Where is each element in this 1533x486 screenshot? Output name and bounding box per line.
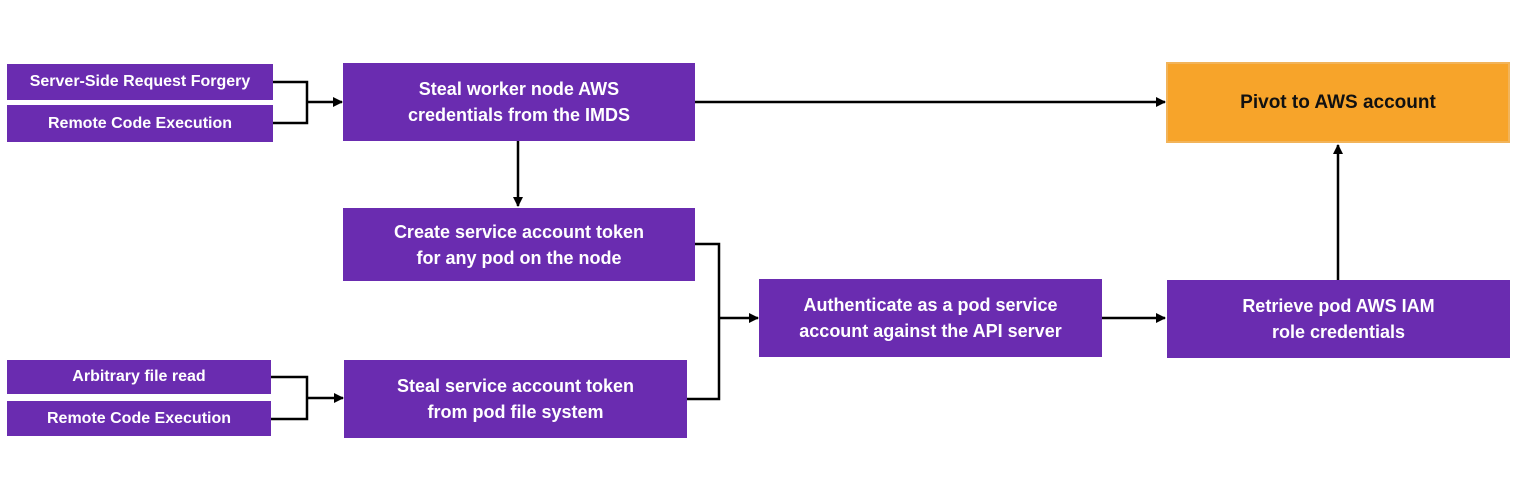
node-create-token-label: Create service account token for any pod…	[393, 221, 645, 268]
node-rce-bottom: Remote Code Execution	[7, 401, 271, 436]
node-authenticate-label: Authenticate as a pod service account ag…	[799, 295, 1062, 341]
node-rce-top: Remote Code Execution	[7, 105, 273, 142]
node-rce-top-label: Remote Code Execution	[47, 114, 233, 132]
edge-file-read-to-steal-pod-token	[271, 375, 309, 398]
edge-create-token-to-authenticate	[695, 242, 721, 318]
node-ssrf-label: Server-Side Request Forgery	[29, 73, 251, 90]
node-ssrf: Server-Side Request Forgery	[7, 64, 273, 100]
node-steal-pod-token: Steal service account token from pod fil…	[344, 360, 687, 438]
node-authenticate: Authenticate as a pod service account ag…	[759, 279, 1102, 357]
node-steal-pod-token-label: Steal service account token from pod fil…	[396, 376, 635, 422]
node-file-read-label: Arbitrary file read	[72, 368, 206, 385]
node-pivot: Pivot to AWS account	[1166, 62, 1510, 143]
node-retrieve-iam-label: Retrieve pod AWS IAM role credentials	[1242, 296, 1435, 342]
edge-steal-pod-token-to-authenticate	[687, 318, 721, 401]
edge-ssrf-to-steal-imds	[273, 80, 309, 102]
edge-rce-bottom-to-steal-pod-token	[271, 398, 309, 421]
node-file-read: Arbitrary file read	[7, 360, 271, 394]
edge-rce-top-to-steal-imds	[273, 102, 309, 125]
node-rce-bottom-label: Remote Code Execution	[46, 409, 232, 427]
node-steal-imds: Steal worker node AWS credentials from t…	[343, 63, 695, 141]
node-retrieve-iam: Retrieve pod AWS IAM role credentials	[1167, 280, 1510, 358]
node-pivot-label: Pivot to AWS account	[1240, 91, 1436, 113]
node-steal-imds-label: Steal worker node AWS credentials from t…	[407, 79, 631, 125]
node-create-token: Create service account token for any pod…	[343, 208, 695, 281]
